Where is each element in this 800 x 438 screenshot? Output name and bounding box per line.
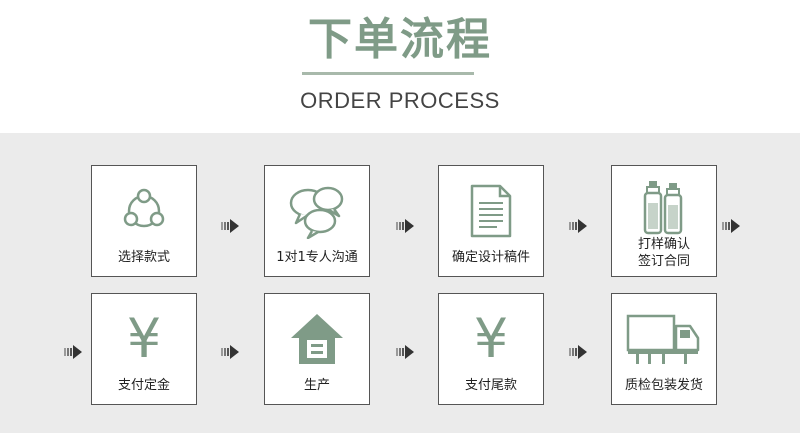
house-icon (265, 306, 369, 372)
step-card-inspect-ship: 质检包装发货 (611, 293, 717, 405)
yen-glyph: ¥ (126, 307, 162, 370)
step-label: 打样确认 签订合同 (612, 236, 716, 270)
step-card-one-on-one: 1对1专人沟通 (264, 165, 370, 277)
step-label: 确定设计稿件 (451, 250, 530, 265)
step-card-production: 生产 (264, 293, 370, 405)
step-label: 选择款式 (117, 250, 170, 265)
step-arrow-icon (221, 219, 239, 233)
yen-glyph: ¥ (473, 307, 509, 370)
step-arrow-icon (221, 345, 239, 359)
step-card-confirm-design: 确定设计稿件 (438, 165, 544, 277)
page-title: 下单流程 (308, 14, 492, 65)
step-arrow-icon (569, 219, 587, 233)
step-arrow-icon (569, 345, 587, 359)
step-card-select-style: 选择款式 (91, 165, 197, 277)
truck-icon (612, 306, 716, 372)
page-subtitle: ORDER PROCESS (300, 88, 500, 113)
bottles-icon (612, 174, 716, 240)
step-arrow-icon (64, 345, 82, 359)
step-label: 质检包装发货 (624, 378, 703, 393)
step-card-pay-deposit: ¥ 支付定金 (91, 293, 197, 405)
step-label-line1: 打样确认 (637, 237, 690, 252)
yen-icon: ¥ (439, 306, 543, 372)
step-label: 生产 (303, 378, 330, 393)
step-card-sample-contract: 打样确认 签订合同 (611, 165, 717, 277)
chat-bubbles-icon (265, 178, 369, 244)
title-divider (302, 72, 474, 75)
yen-icon: ¥ (92, 306, 196, 372)
document-icon (439, 178, 543, 244)
step-arrow-icon (396, 345, 414, 359)
step-label: 支付定金 (117, 378, 170, 393)
step-label-line2: 签订合同 (637, 254, 690, 269)
step-label: 1对1专人沟通 (276, 250, 358, 265)
network-nodes-icon (92, 178, 196, 244)
step-card-pay-balance: ¥ 支付尾款 (438, 293, 544, 405)
step-arrow-icon (722, 219, 740, 233)
process-panel: 选择款式 1对1专人沟通 (0, 133, 800, 433)
step-arrow-icon (396, 219, 414, 233)
step-label: 支付尾款 (464, 378, 517, 393)
